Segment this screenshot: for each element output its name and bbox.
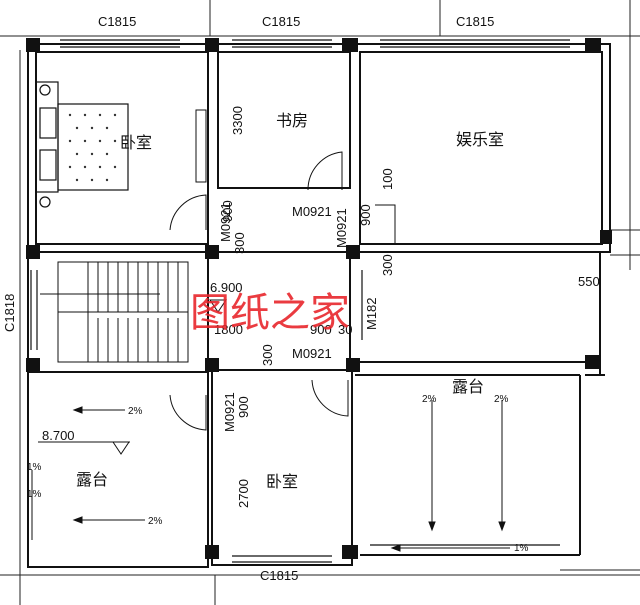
- slope-terrace-right-2: 2%: [494, 394, 509, 405]
- door-label-hall: M0921: [292, 346, 332, 361]
- slope-terrace-left-side1: 1%: [27, 462, 42, 473]
- door-label-study: M0921: [292, 204, 332, 219]
- window-label-left-side: C1818: [2, 294, 17, 332]
- slope-arrows: [31, 400, 510, 552]
- elevation-markers: [38, 293, 227, 455]
- dim-550: 550: [578, 274, 600, 289]
- room-label-terrace-right: 露台: [452, 378, 484, 396]
- dim-left-900-top: 900: [220, 200, 235, 222]
- door-swings: [169, 151, 396, 431]
- door-label-entertainment: M0921: [334, 208, 349, 248]
- room-label-terrace-left: 露台: [76, 471, 108, 489]
- slope-terrace-right-bottom: 1%: [514, 543, 529, 554]
- dim-hall-30: 30: [338, 322, 352, 337]
- window-label-bottom: C1815: [260, 568, 298, 583]
- columns: [26, 38, 612, 559]
- room-label-entertainment: 娱乐室: [456, 131, 504, 149]
- watermark: 图纸之家: [190, 290, 350, 336]
- windows: [30, 39, 570, 563]
- slope-terrace-right-1: 2%: [422, 394, 437, 405]
- bed-dots: [68, 113, 117, 182]
- stairs: [57, 261, 189, 363]
- door-label-bedroom-top: M0921: [218, 202, 233, 242]
- dim-study-height: 3300: [230, 106, 245, 135]
- desk-icon: [195, 109, 207, 183]
- slope-terrace-left-top: 2%: [128, 406, 143, 417]
- dim-left-300-top: 300: [232, 232, 247, 254]
- elevation-stair: 6.900: [210, 280, 243, 295]
- window-label-top-mid: C1815: [262, 14, 300, 29]
- slope-terrace-left-bottom: 2%: [148, 516, 163, 527]
- room-label-study: 书房: [276, 112, 308, 130]
- dim-hall-900: 900: [310, 322, 332, 337]
- window-label-top-right: C1815: [456, 14, 494, 29]
- dim-bedroom-900: 900: [236, 396, 251, 418]
- elevation-terrace: 8.700: [42, 428, 75, 443]
- dim-hall-1800: 1800: [214, 322, 243, 337]
- dim-right-300: 300: [380, 254, 395, 276]
- room-label-bedroom-top: 卧室: [120, 134, 152, 152]
- door-label-bedroom-bottom: M0921: [222, 392, 237, 432]
- room-label-bedroom-bottom: 卧室: [266, 473, 298, 491]
- dim-right-900-top: 900: [358, 204, 373, 226]
- window-label-top-left: C1815: [98, 14, 136, 29]
- bed-icon: [35, 81, 129, 208]
- dim-right-100: 100: [380, 168, 395, 190]
- window-label-right-side: M182: [364, 297, 379, 330]
- slope-terrace-left-side2: 1%: [27, 489, 42, 500]
- dim-hall-300: 300: [260, 344, 275, 366]
- dim-bedroom-2700: 2700: [236, 479, 251, 508]
